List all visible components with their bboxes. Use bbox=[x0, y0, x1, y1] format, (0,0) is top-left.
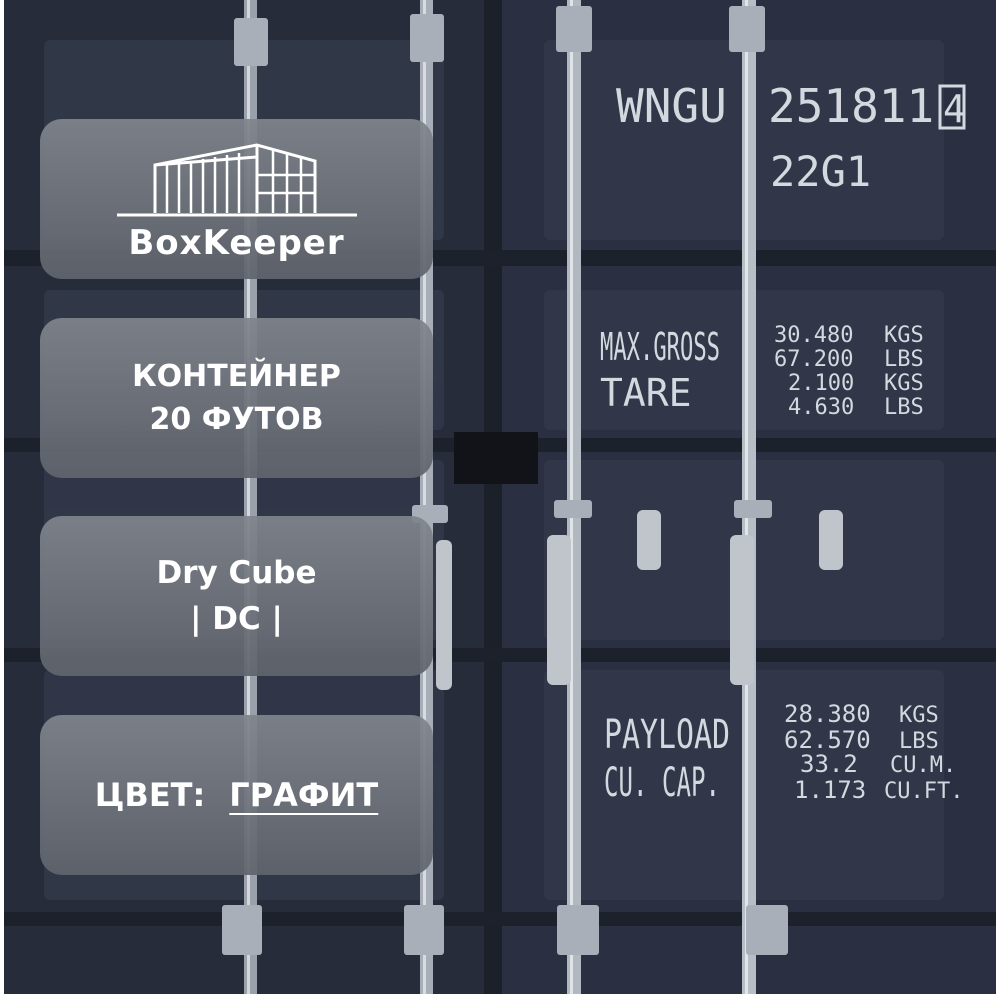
capacity-unit-1: KGS bbox=[899, 703, 939, 728]
brand-name: BoxKeeper bbox=[128, 223, 345, 263]
tare-label: TARE bbox=[600, 371, 692, 415]
brand-card: BoxKeeper bbox=[40, 119, 433, 279]
container-type-line-1: КОНТЕЙНЕР bbox=[132, 358, 341, 394]
capacity-value-2: 62.570 bbox=[784, 726, 871, 754]
weight-unit-3: KGS bbox=[884, 371, 924, 396]
type-code-text: 22G1 bbox=[770, 147, 871, 196]
color-value: ГРАФИТ bbox=[229, 776, 379, 814]
weight-value-1: 30.480 bbox=[774, 323, 853, 348]
capacity-unit-4: CU.FT. bbox=[884, 779, 963, 804]
weight-value-4: 4.630 bbox=[788, 395, 854, 420]
door-handles bbox=[436, 510, 843, 690]
owner-code-text: WNGU bbox=[616, 79, 727, 133]
serial-number-text: 251811 bbox=[768, 79, 934, 133]
capacity-unit-2: LBS bbox=[899, 729, 939, 754]
weight-unit-1: KGS bbox=[884, 323, 924, 348]
container-type-line-2: 20 ФУТОВ bbox=[149, 402, 324, 437]
warehouse-logo-icon bbox=[116, 143, 357, 217]
color-label: ЦВЕТ: bbox=[94, 776, 206, 814]
capacity-value-4: 1.173 bbox=[794, 776, 866, 804]
weight-unit-2: LBS bbox=[884, 347, 924, 372]
container-model-card: Dry Cube | DC | bbox=[40, 516, 433, 676]
container-model-line-1: Dry Cube bbox=[156, 554, 317, 591]
payload-label: PAYLOAD bbox=[604, 712, 730, 758]
container-model-line-2: | DC | bbox=[190, 601, 283, 637]
weight-unit-4: LBS bbox=[884, 395, 924, 420]
weight-value-2: 67.200 bbox=[774, 347, 853, 372]
weight-value-3: 2.100 bbox=[788, 371, 854, 396]
capacity-value-1: 28.380 bbox=[784, 700, 871, 728]
door-seam bbox=[484, 0, 502, 994]
cu-cap-label: CU. CAP. bbox=[604, 760, 720, 806]
container-type-card: КОНТЕЙНЕР 20 ФУТОВ bbox=[40, 318, 433, 478]
lock-box bbox=[454, 432, 538, 484]
check-digit-box bbox=[938, 84, 966, 130]
container-color-card: ЦВЕТ: ГРАФИТ bbox=[40, 715, 433, 875]
check-digit-text: 4 bbox=[943, 87, 966, 131]
capacity-unit-3: CU.M. bbox=[890, 753, 956, 778]
max-gross-label: MAX.GROSS bbox=[600, 325, 720, 369]
bar-brackets bbox=[222, 6, 788, 955]
capacity-value-3: 33.2 bbox=[800, 750, 858, 778]
